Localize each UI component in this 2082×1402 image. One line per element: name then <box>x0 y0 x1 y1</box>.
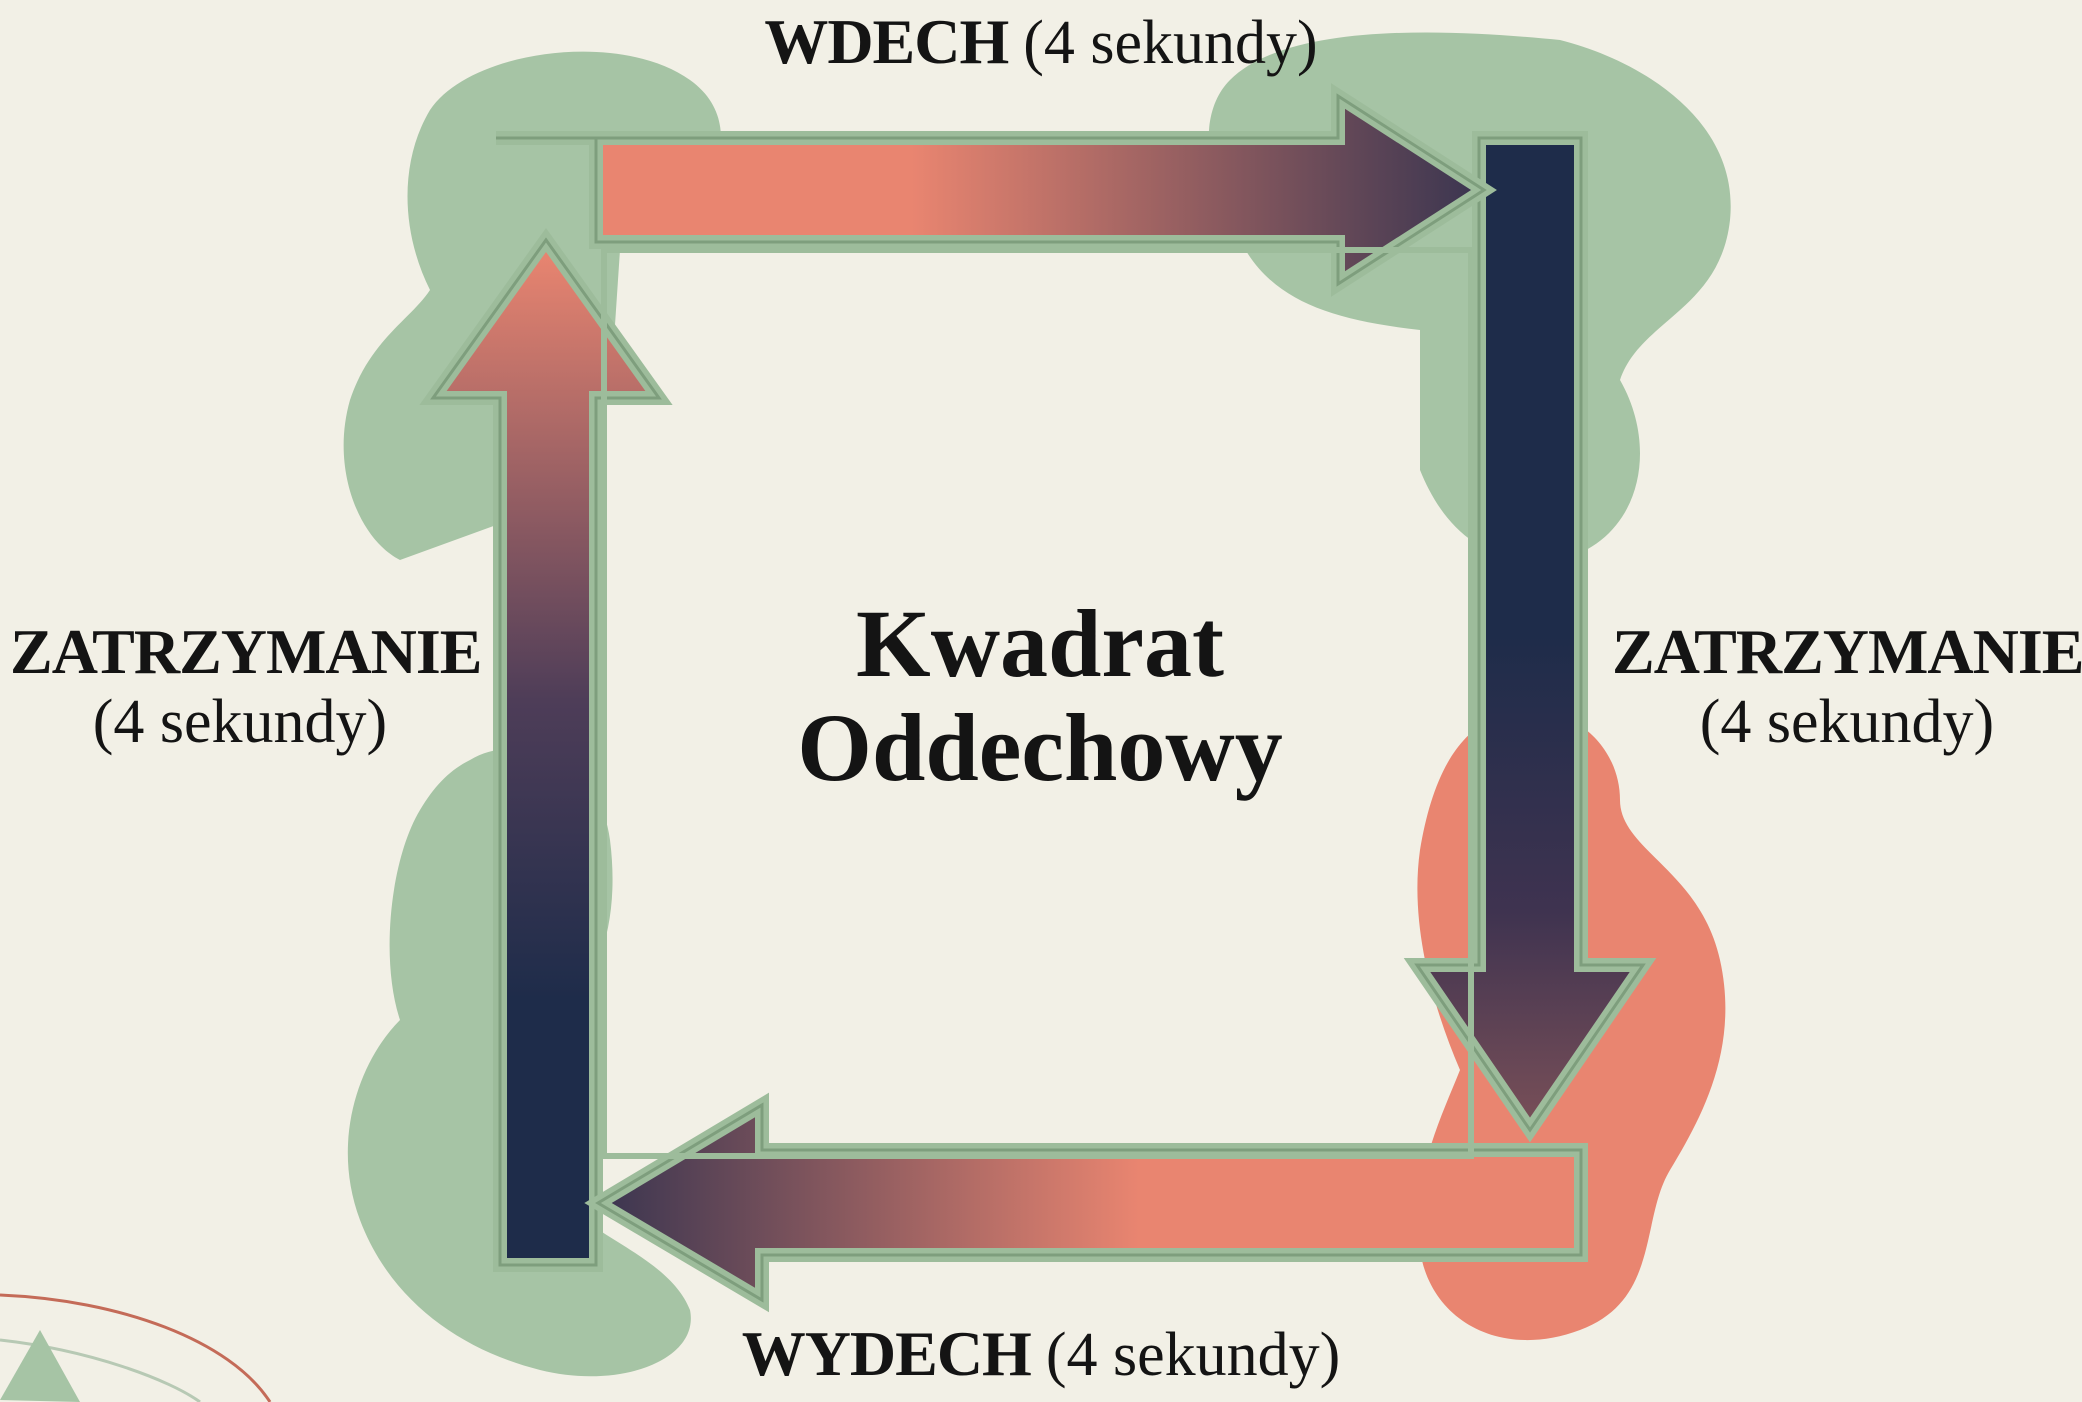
phase-name: ZATRZYMANIE <box>10 616 482 687</box>
phase-name: WDECH <box>764 6 1024 77</box>
phase-label-exhale: WYDECH (4 sekundy) <box>721 1318 1361 1390</box>
diagram-title: Kwadrat Oddechowy <box>720 592 1360 799</box>
phase-name: WYDECH <box>741 1318 1046 1389</box>
phase-label-inhale: WDECH (4 sekundy) <box>741 6 1341 78</box>
background-decoration <box>0 1293 272 1402</box>
title-line-1: Kwadrat <box>856 590 1224 697</box>
phase-duration: (4 sekundy) <box>1023 9 1318 77</box>
phase-name: ZATRZYMANIE <box>1612 616 2082 687</box>
phase-duration: (4 sekundy) <box>1699 687 1995 756</box>
arrow-top-right <box>496 83 1497 297</box>
phase-label-hold-left: ZATRZYMANIE (4 sekundy) <box>10 616 482 757</box>
phase-duration: (4 sekundy) <box>92 687 388 756</box>
title-line-2: Oddechowy <box>797 693 1283 801</box>
phase-label-hold-right: ZATRZYMANIE (4 sekundy) <box>1612 616 2082 757</box>
inner-square <box>601 247 1474 1159</box>
phase-duration: (4 sekundy) <box>1045 1321 1341 1389</box>
